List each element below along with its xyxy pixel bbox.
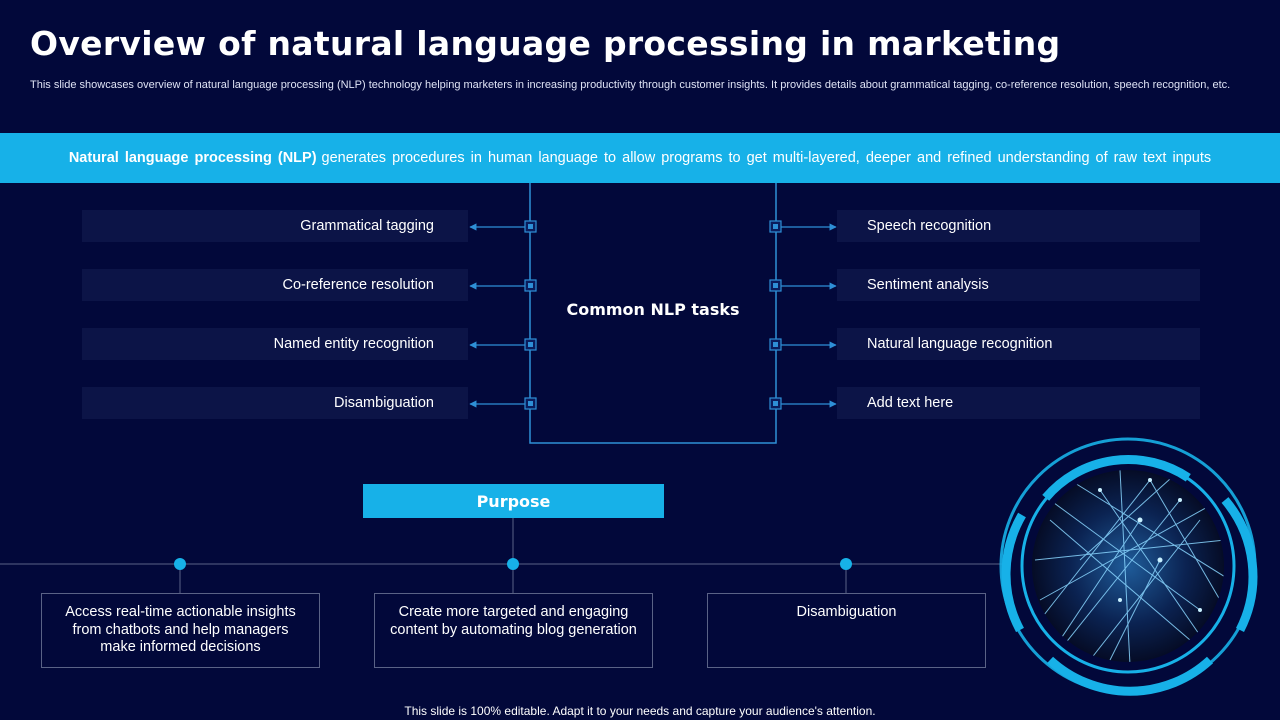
task-item-left: Disambiguation [82,387,468,419]
task-item-left: Co-reference resolution [82,269,468,301]
task-item-right: Add text here [837,387,1200,419]
purpose-box: Create more targeted and engaging conten… [374,593,653,668]
task-item-right: Natural language recognition [837,328,1200,360]
page-subtitle: This slide showcases overview of natural… [30,79,1231,91]
task-item-left: Grammatical tagging [82,210,468,242]
timeline-dot-icon [507,558,519,570]
banner-bold-text: Natural language processing (NLP) [68,150,317,166]
purpose-header: Purpose [363,484,664,518]
center-label: Common NLP tasks [566,300,740,319]
task-label: Disambiguation [334,395,434,411]
task-label: Sentiment analysis [867,277,989,293]
task-label: Speech recognition [867,218,992,234]
page-title: Overview of natural language processing … [30,24,1061,63]
footer-note: This slide is 100% editable. Adapt it to… [404,704,876,718]
network-illustration [999,437,1258,696]
purpose-text: Create more targeted and engaging conten… [390,604,637,638]
purpose-box: Access real-time actionable insights fro… [41,593,320,668]
center-frame [529,183,777,444]
timeline-dot-icon [840,558,852,570]
task-label: Natural language recognition [867,336,1053,352]
purpose-box: Disambiguation [707,593,986,668]
purpose-text: Access real-time actionable insights fro… [65,604,296,655]
task-item-right: Speech recognition [837,210,1200,242]
task-label: Co-reference resolution [282,277,434,293]
timeline-dot-icon [174,558,186,570]
task-label: Add text here [867,395,954,411]
banner-text: generates procedures in human language t… [321,150,1212,166]
task-item-left: Named entity recognition [82,328,468,360]
task-label: Grammatical tagging [300,218,434,234]
definition-banner: Natural language processing (NLP) genera… [0,133,1280,183]
purpose-text: Disambiguation [796,604,897,620]
task-item-right: Sentiment analysis [837,269,1200,301]
task-label: Named entity recognition [273,336,434,352]
